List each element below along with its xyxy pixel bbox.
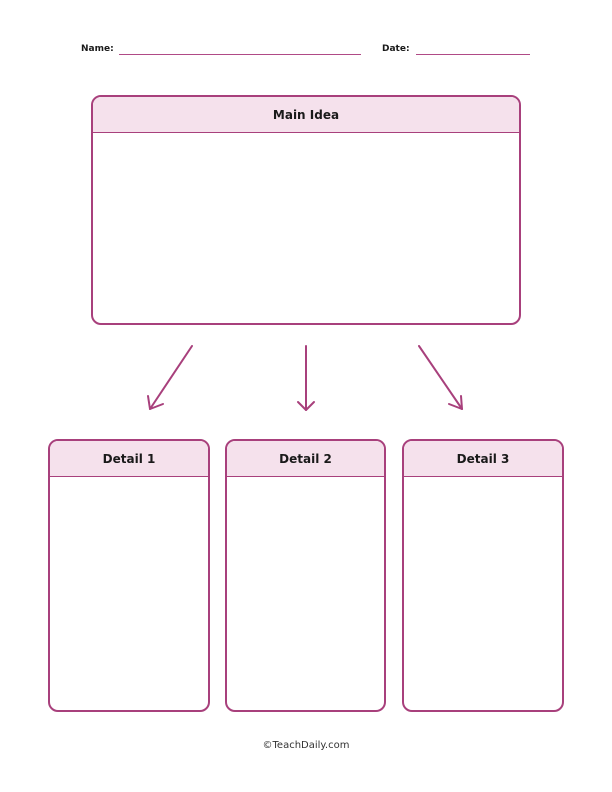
detail-box-3: Detail 3 xyxy=(402,439,564,712)
detail-writing-area-1[interactable] xyxy=(50,477,208,710)
name-label: Name: xyxy=(81,44,114,54)
arrow-to-detail-3 xyxy=(418,345,463,410)
detail-box-2: Detail 2 xyxy=(225,439,386,712)
copyright-footer: ©TeachDaily.com xyxy=(262,740,350,751)
arrow-to-detail-1 xyxy=(147,345,193,410)
name-field[interactable] xyxy=(119,54,361,55)
detail-box-1: Detail 1 xyxy=(48,439,210,712)
main-idea-title: Main Idea xyxy=(93,97,519,133)
date-field[interactable] xyxy=(416,54,530,55)
date-label: Date: xyxy=(382,44,410,54)
main-idea-box: Main Idea xyxy=(91,95,521,325)
detail-title-2: Detail 2 xyxy=(227,441,384,477)
arrow-to-detail-2 xyxy=(297,345,315,411)
main-idea-writing-area[interactable] xyxy=(93,133,519,323)
detail-writing-area-3[interactable] xyxy=(404,477,562,710)
detail-title-1: Detail 1 xyxy=(50,441,208,477)
detail-writing-area-2[interactable] xyxy=(227,477,384,710)
detail-title-3: Detail 3 xyxy=(404,441,562,477)
